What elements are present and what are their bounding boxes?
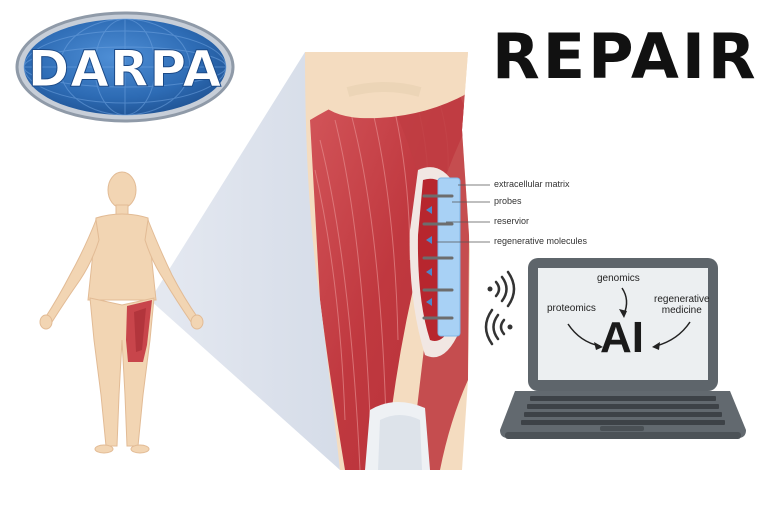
label-genomics: genomics [597, 273, 640, 284]
laptop-icon [500, 258, 746, 439]
label-regenerative-molecules: regenerative molecules [494, 236, 588, 246]
label-regenerative-medicine: regenerative medicine [654, 294, 710, 316]
projection-beam [150, 52, 340, 470]
label-proteomics: proteomics [547, 303, 596, 314]
darpa-logo [15, 11, 235, 123]
label-extracellular-matrix: extracellular matrix [494, 179, 570, 189]
wireless-signal-icon [487, 270, 516, 308]
enlarged-leg [305, 52, 490, 470]
label-probes: probes [494, 196, 522, 206]
repair-title: REPAIR [492, 20, 759, 93]
label-reservior: reservior [494, 216, 530, 226]
ai-label: AI [600, 313, 644, 362]
wireless-signal-icon [484, 308, 513, 346]
